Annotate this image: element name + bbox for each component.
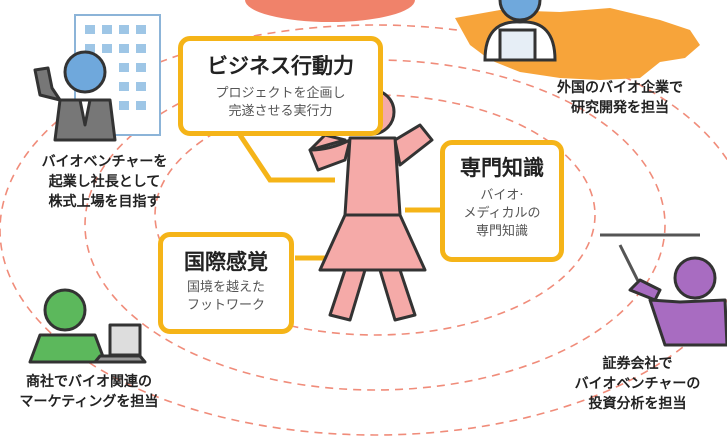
skill-box-global: 国際感覚 国境を越えた フットワーク — [158, 232, 294, 334]
skill-desc: 国境を越えた フットワーク — [186, 280, 265, 313]
skill-box-expertise: 専門知識 バイオ· メディカルの 専門知識 — [440, 140, 564, 262]
skill-desc: バイオ· メディカルの 専門知識 — [463, 188, 541, 239]
skill-title: ビジネス行動力 — [207, 54, 354, 78]
career-caption-research: 外国のバイオ企業で 研究開発を担当 — [557, 80, 683, 116]
skill-title: 専門知識 — [460, 156, 544, 180]
skill-box-business: ビジネス行動力 プロジェクトを企画し 完遂させる実行力 — [178, 36, 383, 136]
career-caption-marketing: 商社でバイオ関連の マーケティングを担当 — [19, 374, 159, 410]
skill-title: 国際感覚 — [184, 250, 268, 274]
ellipse-middle — [84, 59, 666, 391]
marketer-person-icon — [28, 288, 147, 364]
skill-desc: プロジェクトを企画し 完遂させる実行力 — [215, 86, 346, 119]
ellipse-outer — [0, 24, 727, 436]
analyst-person-icon — [600, 233, 727, 347]
researcher-person-icon — [483, 0, 557, 62]
ceo-person-icon — [33, 50, 117, 142]
connector-business — [237, 133, 335, 183]
top-orange-shape — [245, 0, 415, 22]
career-caption-analyst: 証券会社で バイオベンチャーの 投資分析を担当 — [574, 356, 701, 412]
career-caption-ceo: バイオベンチャーを 起業し社長として 株式上場を目指す — [41, 154, 168, 210]
